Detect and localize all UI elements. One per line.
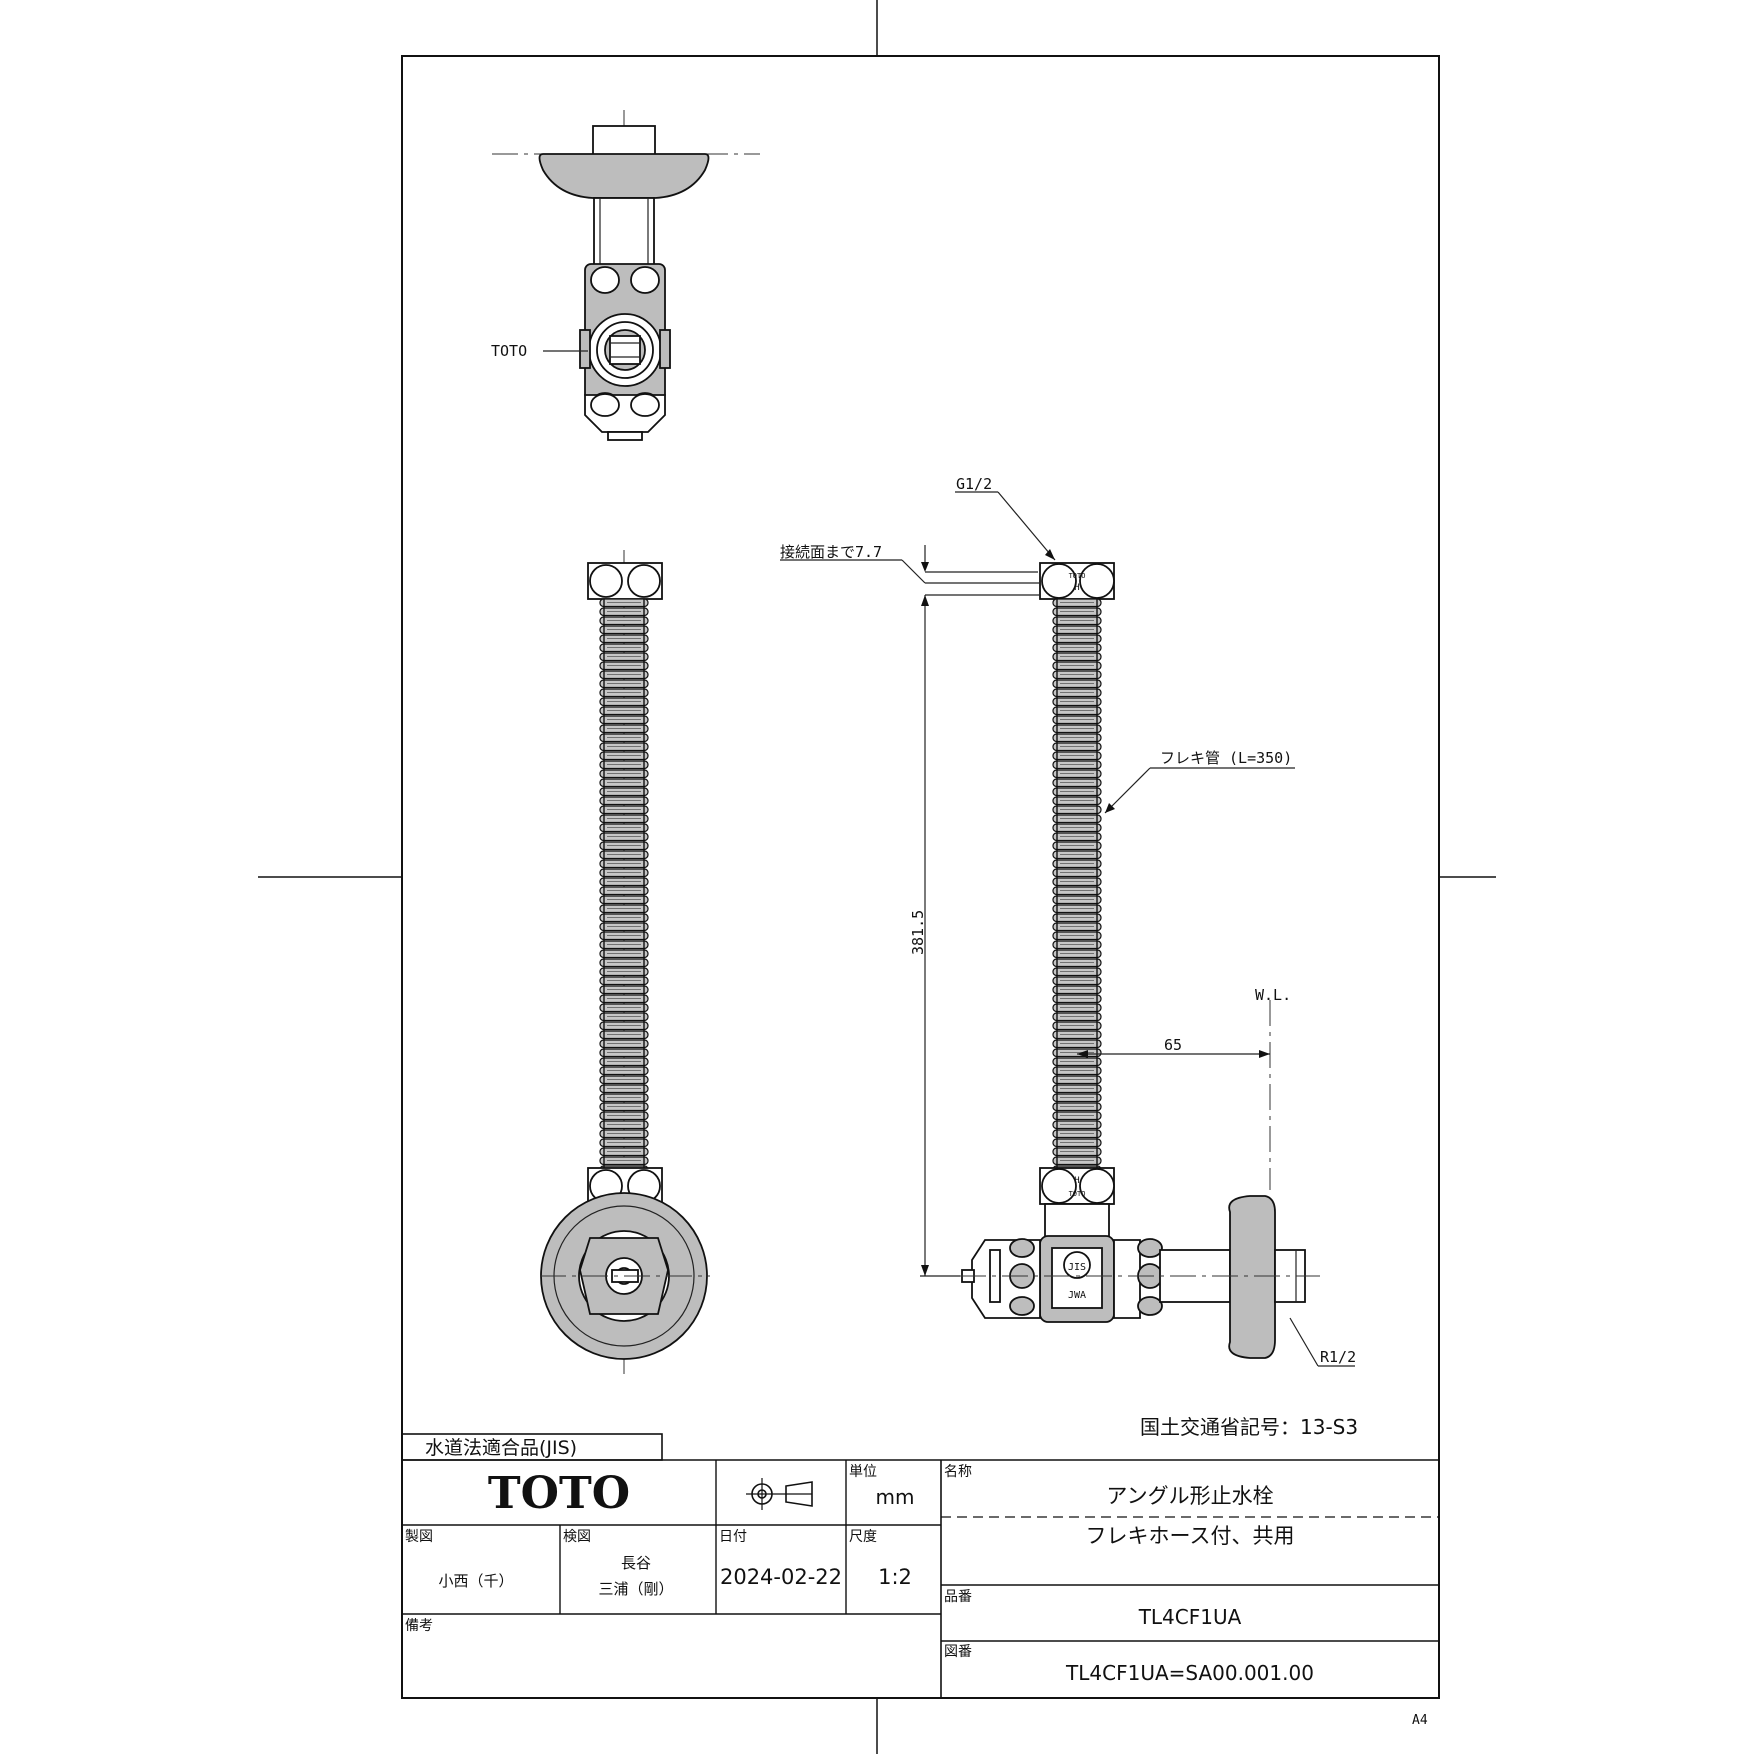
drawing-number: TL4CF1UA=SA00.001.00: [1065, 1661, 1314, 1685]
front-view: [540, 550, 710, 1375]
part-number: TL4CF1UA: [1138, 1605, 1242, 1629]
centering-marks: [258, 0, 1496, 1754]
checked-label: 検図: [563, 1529, 591, 1545]
toto-mark-label: TOTO: [491, 342, 527, 360]
compliance-label: 水道法適合品(JIS): [425, 1437, 577, 1459]
flex-pipe-label: フレキ管 (L=350): [1160, 749, 1292, 767]
stamp-h-top: H: [1074, 583, 1079, 593]
drawing-border: [401, 55, 1440, 1699]
scale-value: 1:2: [878, 1565, 912, 1589]
checked-by-2: 三浦（剛）: [598, 1580, 673, 1598]
height-dimension: 381.5: [909, 910, 927, 955]
brand-logo: TOTO: [488, 1468, 630, 1519]
unit-label: 単位: [849, 1464, 877, 1480]
date-label: 日付: [719, 1529, 747, 1545]
stamp-jis: JIS: [1068, 1262, 1086, 1273]
thread-g-label: G1/2: [956, 475, 992, 493]
title-block: 水道法適合品(JIS) TOTO 単位 mm 名称 アングル形止水栓 フレキホー…: [401, 1433, 1439, 1698]
stamp-jwwa: JWA: [1068, 1290, 1086, 1301]
offset-dimension: 65: [1164, 1036, 1182, 1054]
water-line-label: W.L.: [1255, 986, 1291, 1004]
stamp-toto-top: TOTO: [1069, 572, 1086, 580]
remarks-label: 備考: [405, 1618, 433, 1634]
drawn-label: 製図: [405, 1529, 433, 1545]
stamp-h-bottom: H: [1074, 1176, 1079, 1186]
product-name: アングル形止水栓: [1106, 1484, 1273, 1508]
top-view: [492, 110, 760, 445]
stamp-toto-bottom: TOTO: [1069, 1190, 1086, 1198]
flex-hose-side: [1052, 598, 1102, 1175]
flex-hose-front: [599, 598, 649, 1175]
connection-face-label: 接続面まで7.7: [780, 543, 882, 561]
unit-value: mm: [876, 1485, 915, 1509]
side-view: TOTO H H TOTO JIS JWA: [960, 562, 1320, 1359]
drawing-number-label: 図番: [944, 1644, 972, 1660]
dimensions: G1/2 接続面まで7.7 381.5 フレキ管 (L=350) W.L. 65…: [780, 475, 1356, 1367]
mlit-code: 国土交通省記号：13-S3: [1140, 1415, 1358, 1439]
name-label: 名称: [944, 1464, 972, 1480]
drawn-by: 小西（千）: [438, 1572, 513, 1590]
checked-by-1: 長谷: [621, 1554, 651, 1572]
date-value: 2024-02-22: [720, 1565, 842, 1589]
third-angle-projection-icon: [746, 1478, 813, 1510]
paper-size: A4: [1412, 1713, 1428, 1728]
product-name-sub: フレキホース付、共用: [1086, 1524, 1295, 1548]
scale-label: 尺度: [849, 1529, 877, 1545]
part-number-label: 品番: [944, 1589, 972, 1605]
thread-r-label: R1/2: [1320, 1348, 1356, 1366]
